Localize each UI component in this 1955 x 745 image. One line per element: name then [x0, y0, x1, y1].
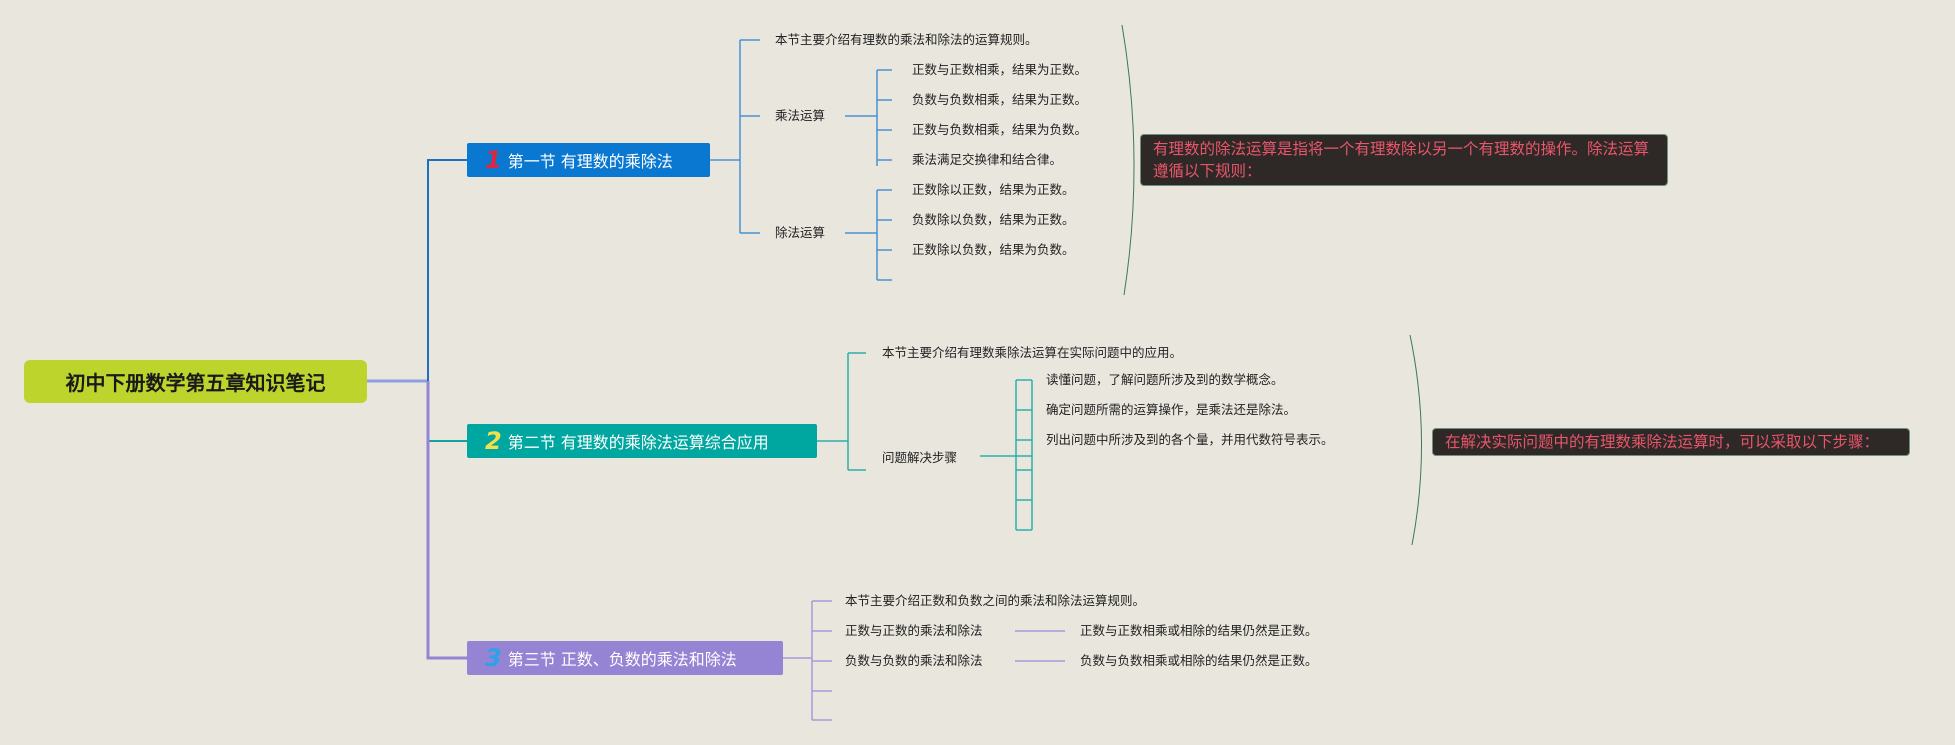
list-item[interactable]: 正数与负数相乘，结果为负数。: [912, 122, 1088, 137]
section-title: 第三节 正数、负数的乘法和除法: [507, 650, 737, 669]
list-item[interactable]: 正数与正数相乘或相除的结果仍然是正数。: [1080, 623, 1318, 638]
summary-callout-2[interactable]: 在解决实际问题中的有理数乘除法运算时，可以采取以下步骤：: [1432, 428, 1910, 456]
list-item[interactable]: 读懂问题，了解问题所涉及到的数学概念。: [1046, 372, 1284, 387]
list-item[interactable]: 正数除以正数，结果为正数。: [912, 182, 1075, 197]
list-item[interactable]: 正数与正数相乘，结果为正数。: [912, 62, 1088, 77]
section-title: 第二节 有理数的乘除法运算综合应用: [507, 433, 769, 452]
section-intro[interactable]: 本节主要介绍正数和负数之间的乘法和除法运算规则。: [845, 593, 1146, 608]
section-number: 2: [485, 427, 502, 455]
group-label[interactable]: 正数与正数的乘法和除法: [845, 623, 983, 638]
list-item[interactable]: 正数除以负数，结果为负数。: [912, 242, 1075, 257]
section-2-topic[interactable]: 2 第二节 有理数的乘除法运算综合应用: [467, 424, 817, 458]
list-item[interactable]: 列出问题中所涉及到的各个量，并用代数符号表示。: [1046, 432, 1334, 447]
list-item[interactable]: 负数与负数相乘或相除的结果仍然是正数。: [1080, 653, 1318, 668]
section-intro[interactable]: 本节主要介绍有理数的乘法和除法的运算规则。: [775, 32, 1038, 47]
section-intro[interactable]: 本节主要介绍有理数乘除法运算在实际问题中的应用。: [882, 345, 1183, 360]
root-topic[interactable]: 初中下册数学第五章知识笔记: [24, 360, 367, 403]
list-item[interactable]: 确定问题所需的运算操作，是乘法还是除法。: [1046, 402, 1297, 417]
section-number: 3: [485, 644, 502, 672]
group-label[interactable]: 负数与负数的乘法和除法: [845, 653, 983, 668]
section-1-topic[interactable]: 1 第一节 有理数的乘除法: [467, 143, 710, 177]
list-item[interactable]: 乘法满足交换律和结合律。: [912, 152, 1063, 167]
list-item[interactable]: 负数与负数相乘，结果为正数。: [912, 92, 1088, 107]
section-title: 第一节 有理数的乘除法: [507, 152, 673, 171]
root-title: 初中下册数学第五章知识笔记: [65, 371, 326, 395]
summary-callout-1[interactable]: 有理数的除法运算是指将一个有理数除以另一个有理数的操作。除法运算遵循以下规则：: [1140, 134, 1668, 186]
section-number: 1: [485, 146, 502, 174]
group-label[interactable]: 乘法运算: [775, 108, 826, 123]
group-label[interactable]: 问题解决步骤: [882, 450, 958, 465]
section-3-topic[interactable]: 3 第三节 正数、负数的乘法和除法: [467, 641, 783, 675]
group-label[interactable]: 除法运算: [775, 225, 826, 240]
list-item[interactable]: 负数除以负数，结果为正数。: [912, 212, 1075, 227]
